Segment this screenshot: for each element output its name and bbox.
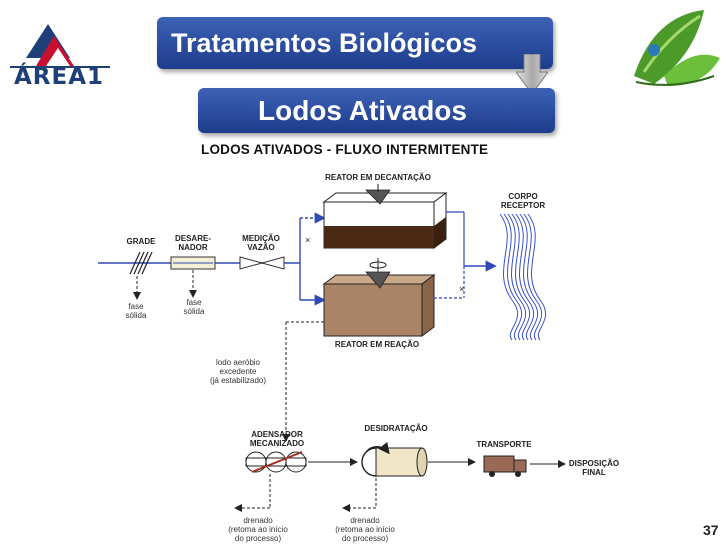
label-drained-2: drenado (retoma ao início do processo) — [335, 516, 395, 543]
drained-arrow-1 — [234, 474, 271, 512]
leaf-logo-icon — [634, 10, 720, 86]
label-dewatering: DESIDRATAÇÃO — [364, 424, 428, 433]
label-reactor-settling: REATOR EM DECANTAÇÃO — [325, 173, 431, 182]
label-reactor-reaction: REATOR EM REAÇÃO — [334, 340, 420, 349]
excess-sludge-line — [282, 321, 324, 442]
diagram-title: LODOS ATIVADOS - FLUXO INTERMITENTE — [201, 142, 489, 157]
label-receiving-body: CORPO RECEPTOR — [500, 192, 546, 210]
label-drained-1: drenado (retoma ao início do processo) — [228, 516, 288, 543]
dewatering-drum-icon — [361, 441, 428, 477]
reactor-feed-lines: × — [299, 212, 326, 306]
label-solid-phase-1: fase sólida — [125, 302, 147, 320]
label-solid-phase-2: fase sólida — [183, 298, 205, 316]
label-thickener: ADENSADOR MECANIZADO — [249, 430, 305, 448]
main-title-banner: Tratamentos Biológicos — [157, 17, 553, 69]
grade-icon — [129, 251, 153, 275]
page-number: 37 — [703, 522, 719, 538]
subtitle-banner: Lodos Ativados — [198, 88, 555, 133]
thickener-icon — [245, 451, 307, 473]
effluent-lines: × — [434, 211, 497, 299]
label-excess-sludge: lodo aeróbio excedente (já estabilizado) — [209, 358, 267, 385]
arrow-down-icon — [516, 54, 548, 95]
svg-text:×: × — [459, 284, 464, 294]
label-desarenador: DESARE- NADOR — [174, 234, 211, 252]
drained-arrow-2 — [342, 478, 377, 512]
reactor-settling-tank — [322, 184, 448, 249]
desarenador-tank-icon — [170, 256, 216, 270]
reactor-reaction-tank — [322, 258, 436, 337]
label-transport: TRANSPORTE — [476, 440, 532, 449]
label-final-disposal: DISPOSIÇÃO FINAL — [568, 459, 620, 477]
label-grade: GRADE — [126, 237, 156, 246]
receiving-body-river-icon — [499, 213, 547, 341]
label-flow-measure: MEDIÇÃO VAZÃO — [242, 234, 280, 252]
svg-text:×: × — [305, 235, 310, 245]
transport-truck-icon — [483, 455, 527, 477]
area1-logo-icon — [10, 24, 110, 68]
logo-text: ÁREA1 — [14, 64, 105, 90]
flow-meter-icon — [239, 256, 285, 270]
